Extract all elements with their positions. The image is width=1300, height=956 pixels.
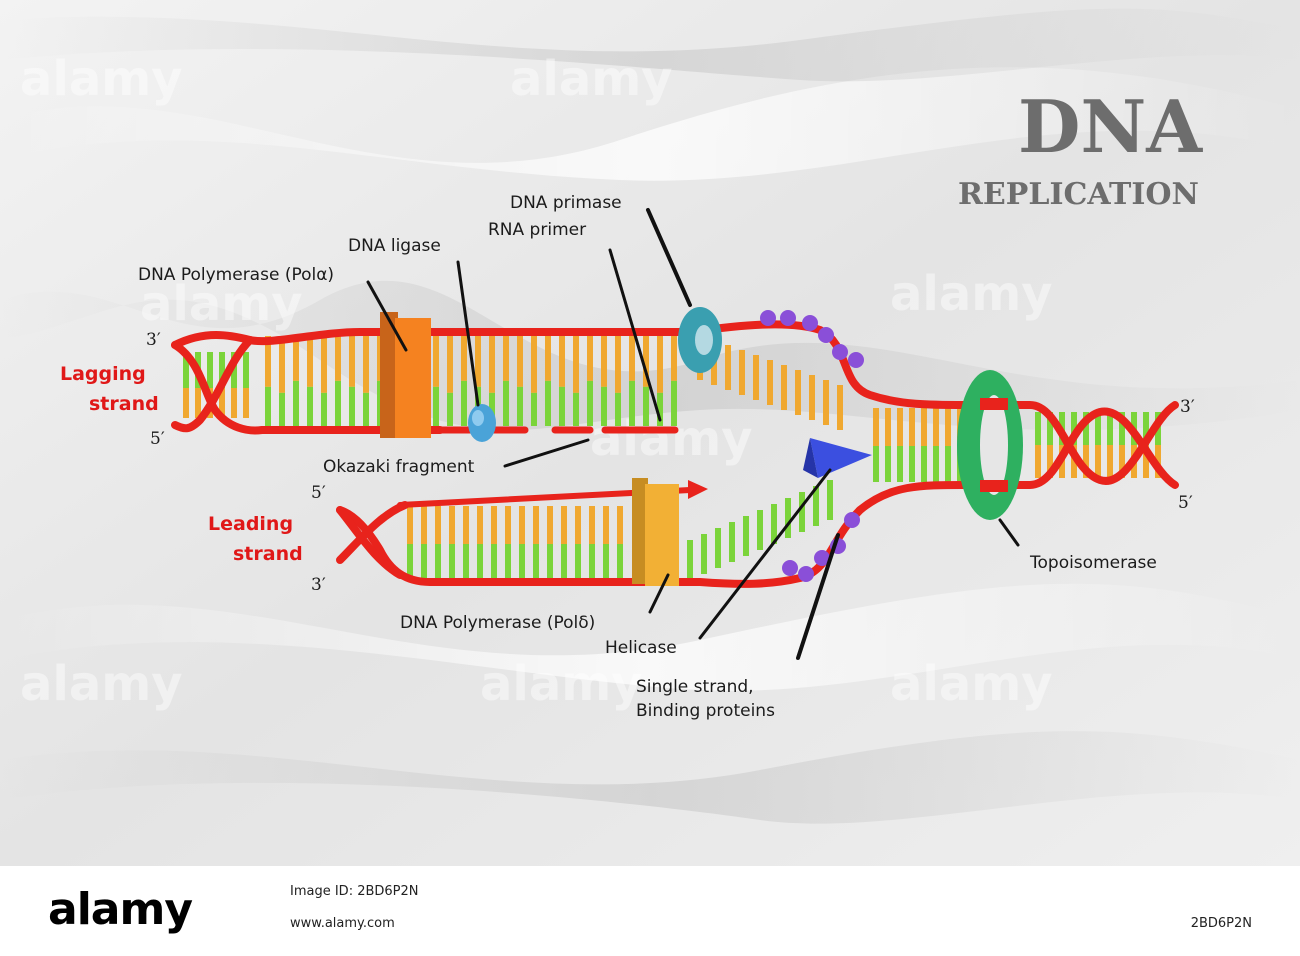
label-lagging-line1: Lagging [60,363,146,385]
footer-id: 2BD6P2N [1190,916,1252,931]
pointer-okazaki [503,438,590,468]
footer-url: www.alamy.com [290,916,395,931]
topoisomerase [957,370,1023,520]
watermark: alamy [140,276,303,332]
watermark: alamy [890,656,1053,712]
watermark: alamy [480,656,643,712]
labels: DNA Polymerase (Polα) DNA ligase DNA pri… [60,193,1195,721]
label-topoisomerase: Topoisomerase [1029,553,1157,573]
pointer-pol-delta [648,573,670,614]
label-rna-primer: RNA primer [488,220,586,240]
parent-duplex-strand-b [961,407,1179,489]
title-replication: REPLICATION [958,177,1199,212]
watermark: alamy [20,656,183,712]
pointer-helicase [698,468,832,640]
pointer-ligase [456,260,480,407]
dna-structure [171,320,1179,588]
label-helicase: Helicase [605,638,677,658]
watermark: alamy [20,51,183,107]
dna-ligase [468,404,496,442]
footer-image-id: Image ID: 2BD6P2N [290,884,419,899]
dna-replication-diagram: alamy alamy alamy alamy alamy alamy alam… [0,0,1300,866]
leading-arrow-head [688,480,708,499]
ssb-proteins [760,310,864,582]
ssb-protein [802,315,818,331]
footer-logo: alamy [48,884,193,935]
diagram-stage: alamy alamy alamy alamy alamy alamy alam… [0,0,1300,866]
footer-bar: alamy Image ID: 2BD6P2N www.alamy.com 2B… [0,866,1300,956]
leading-helix-twist [336,501,409,579]
label-ligase: DNA ligase [348,236,441,256]
watermark: alamy [890,266,1053,322]
label-primase: DNA primase [510,193,622,213]
pol-delta [632,478,679,586]
ssb-protein [832,344,848,360]
label-lagging-line2: strand [89,393,159,415]
pointer-primase [646,208,692,307]
lagging-helix-twist [171,341,444,435]
pointer-lines [366,208,1020,660]
pol-alpha [380,312,431,438]
dna-primase [678,307,722,373]
pointer-topoisomerase [998,518,1020,547]
end-right-bottom: 5′ [1178,493,1193,513]
ssb-protein [818,327,834,343]
label-leading-line2: strand [233,543,303,565]
end-lead-left-bottom: 3′ [311,575,326,595]
end-lag-left-bottom: 5′ [150,429,165,449]
parent-duplex-strand-a [961,401,1179,485]
ssb-protein [780,310,796,326]
pointer-pol-alpha [366,280,408,352]
end-lag-left-top: 3′ [146,330,161,350]
ssb-protein [848,352,864,368]
label-okazaki: Okazaki fragment [323,457,475,477]
end-lead-left-top: 5′ [311,483,326,503]
end-right-top: 3′ [1180,397,1195,417]
lagging-helix-twist-back [171,336,254,433]
watermark: alamy [510,51,673,107]
label-pol-alpha: DNA Polymerase (Polα) [138,265,334,285]
ssb-protein [814,550,830,566]
label-pol-delta: DNA Polymerase (Polδ) [400,613,595,633]
pointer-rna-primer [608,248,662,422]
ssb-protein [844,512,860,528]
label-leading-line1: Leading [208,513,293,535]
ssb-protein [798,566,814,582]
label-ssb-line2: Binding proteins [636,701,775,721]
watermark-group: alamy alamy alamy alamy alamy alamy alam… [20,51,1053,712]
label-ssb-line1: Single strand, [636,677,754,697]
helicase [803,438,872,478]
pointer-ssb [796,533,840,660]
base-pairs [183,335,1161,580]
leading-template-backbone [336,481,969,588]
ssb-protein [782,560,798,576]
title-dna: DNA [1018,84,1203,169]
ssb-protein [760,310,776,326]
